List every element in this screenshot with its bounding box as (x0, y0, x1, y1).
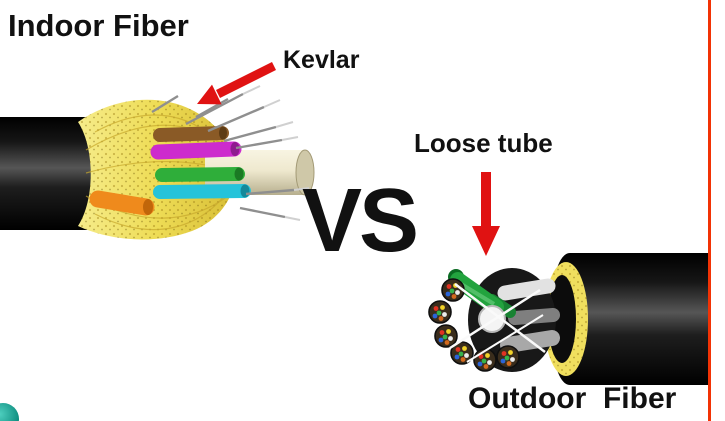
outdoor-fiber-label: Outdoor Fiber (468, 382, 677, 415)
indoor-cable-jacket (0, 117, 106, 230)
orange-buffer-tube (89, 190, 155, 216)
buffer-tubes (150, 126, 251, 199)
loose-tube-arrow-icon (472, 172, 500, 256)
corner-logo-partial (0, 403, 19, 421)
outdoor-cable-jacket (550, 253, 709, 385)
indoor-fiber-label: Indoor Fiber (8, 8, 189, 43)
right-edge-accent-line (708, 0, 711, 421)
vs-label: VS (302, 171, 419, 271)
kevlar-label: Kevlar (283, 46, 360, 74)
indoor-cable (0, 85, 315, 240)
outdoor-cable (428, 253, 709, 385)
loose-tube-bundle (428, 268, 560, 372)
kevlar-arrow-icon (197, 61, 277, 105)
fiber-strands (151, 85, 310, 221)
loose-tube-label: Loose tube (414, 128, 553, 158)
binder-threads (449, 283, 546, 363)
